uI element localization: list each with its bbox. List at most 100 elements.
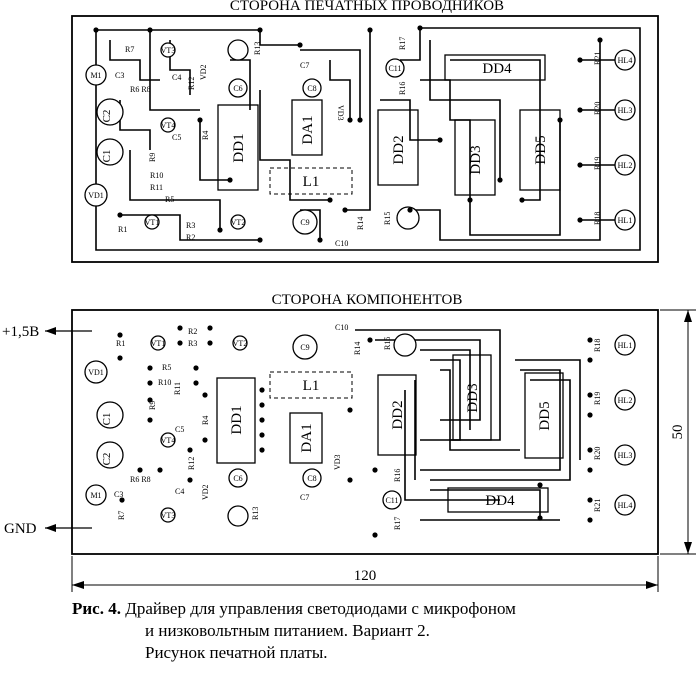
- top-vt4-body: [160, 117, 176, 133]
- top-r2-label: R2: [186, 233, 195, 242]
- top-r17-label: R17: [398, 37, 407, 50]
- top-vt4-label: VT4: [161, 121, 176, 130]
- top-r1-label: R1: [118, 225, 127, 234]
- bottom-c10-label: C10: [335, 323, 348, 332]
- top-c11-body: [385, 58, 405, 78]
- top-r5-label: R5: [165, 195, 174, 204]
- top-da1-label: DA1: [300, 115, 316, 144]
- top-dd1-label: DD1: [231, 133, 247, 162]
- top-c9-label: C9: [300, 218, 309, 227]
- bottom-r14-label: R14: [353, 342, 362, 355]
- bottom-c5-label: C5: [175, 425, 184, 434]
- bottom-r15-label: R15: [383, 337, 392, 350]
- top-da1-body: [291, 99, 323, 156]
- bottom-r4-label: R4: [201, 416, 210, 425]
- bottom-hl3-body: [614, 444, 636, 466]
- bottom-dd4-label: DD4: [485, 493, 515, 509]
- top-hl2-label: HL2: [618, 161, 633, 170]
- top-c8-label: C8: [307, 84, 316, 93]
- bottom-hl4-body: [614, 494, 636, 516]
- bottom-r10-label: R10: [158, 378, 171, 387]
- bottom-r12-label: R12: [187, 457, 196, 470]
- bottom-dd5-label: DD5: [537, 401, 553, 430]
- top-r10-label: R10: [150, 171, 163, 180]
- top-c8-body: [302, 78, 322, 98]
- caption-line-1: Драйвер для управления светодиодами с ми…: [125, 599, 516, 618]
- caption-line-2: и низковольтным питанием. Вариант 2.: [145, 621, 430, 640]
- bottom-vt3-body: [160, 507, 176, 523]
- bottom-r6r8-label: R6 R8: [130, 475, 151, 484]
- top-c2-label: C2: [101, 110, 113, 123]
- supply-label: +1,5В: [2, 324, 39, 340]
- top-dd4-label: DD4: [482, 61, 512, 77]
- bottom-dd1-body: [216, 377, 256, 464]
- top-pads: [93, 25, 603, 243]
- figure-caption: Рис. 4. Драйвер для управления светодиод…: [72, 598, 692, 664]
- bottom-c6-label: C6: [233, 474, 242, 483]
- top-r4-label: R4: [201, 131, 210, 140]
- top-dd4-body: [444, 54, 546, 81]
- top-dd5-body: [519, 109, 561, 191]
- bottom-da1-label: DA1: [299, 423, 315, 452]
- top-view-title: СТОРОНА ПЕЧАТНЫХ ПРОВОДНИКОВ: [230, 0, 504, 14]
- bottom-r19-label: R19: [593, 392, 602, 405]
- bottom-vt2-body: [232, 335, 248, 351]
- dim-arrow-right-icon: [646, 581, 658, 589]
- bottom-r18-label: R18: [593, 339, 602, 352]
- bottom-hl2-body: [614, 389, 636, 411]
- top-dd2-label: DD2: [391, 135, 407, 164]
- top-vd2-label: VD2: [199, 64, 208, 80]
- bottom-r1-label: R1: [116, 339, 125, 348]
- bottom-dd1-label: DD1: [229, 405, 245, 434]
- top-r12-label: R12: [187, 77, 196, 90]
- bottom-r7-label: R7: [117, 511, 126, 520]
- top-dd3-body: [454, 119, 496, 196]
- bottom-r20-label: R20: [593, 447, 602, 460]
- bottom-r13-body: [227, 505, 249, 527]
- figure-label: Рис. 4.: [72, 599, 121, 618]
- bottom-c2-body: [96, 441, 124, 469]
- caption-line-3: Рисунок печатной платы.: [145, 643, 328, 662]
- bottom-vt3-label: VT3: [161, 511, 176, 520]
- top-r14-label: R14: [356, 217, 365, 230]
- bottom-da1-body: [289, 412, 323, 464]
- bottom-vt4-label: VT4: [161, 436, 176, 445]
- bottom-dd2-body: [377, 374, 417, 456]
- bottom-vd1-body: [84, 360, 108, 384]
- top-dd2-body: [377, 109, 419, 186]
- bottom-hl1-body: [614, 334, 636, 356]
- top-vt1-body: [144, 214, 160, 230]
- bottom-dd4-body: [447, 487, 549, 513]
- dim-arrow-top-icon: [684, 310, 692, 322]
- top-vt3-label: VT3: [161, 46, 176, 55]
- bottom-vd2-label: VD2: [201, 484, 210, 500]
- gnd-arrow-icon: [45, 524, 56, 532]
- bottom-pads: [117, 325, 593, 538]
- bottom-hl1-label: HL1: [618, 341, 633, 350]
- top-board-outline: [71, 15, 659, 263]
- bottom-c9-body: [292, 334, 318, 360]
- top-c2-body: [96, 98, 124, 126]
- bottom-c4-label: C4: [175, 487, 184, 496]
- bottom-board-outline: [71, 309, 659, 555]
- bottom-r2-label: R2: [188, 327, 197, 336]
- bottom-r5-label: R5: [162, 363, 171, 372]
- top-vd1-body: [84, 183, 108, 207]
- top-hl1-label: HL1: [618, 216, 633, 225]
- bottom-c8-body: [302, 468, 322, 488]
- bottom-l1-label: L1: [303, 378, 320, 394]
- bottom-c11-label: C11: [385, 496, 398, 505]
- top-hl3-body: [614, 99, 636, 121]
- top-c7-label: C7: [300, 61, 309, 70]
- top-c1-label: C1: [101, 150, 113, 163]
- bottom-c1-body: [96, 401, 124, 429]
- bottom-hl2-label: HL2: [618, 396, 633, 405]
- top-vt2-body: [230, 214, 246, 230]
- top-m1-label: M1: [90, 71, 101, 80]
- top-hl2-body: [614, 154, 636, 176]
- top-r18-label: R18: [593, 212, 602, 225]
- top-c9-body: [292, 209, 318, 235]
- dim-arrow-left-icon: [72, 581, 84, 589]
- top-c4-label: C4: [172, 73, 181, 82]
- bottom-r11-label: R11: [173, 382, 182, 395]
